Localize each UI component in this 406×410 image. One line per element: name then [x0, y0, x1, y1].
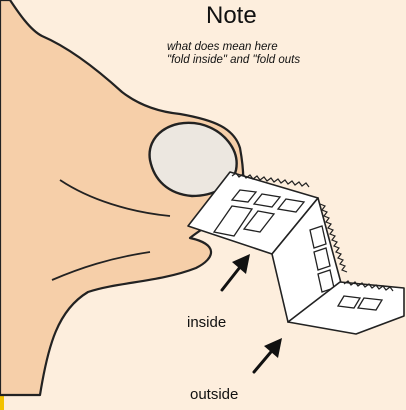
arrow-up-right-icon: [222, 254, 250, 290]
inside-label: inside: [187, 314, 226, 332]
note-caption-line: "fold inside" and "fold outs: [167, 54, 300, 67]
note-caption: what does mean here "fold inside" and "f…: [167, 41, 300, 67]
outside-label: outside: [190, 386, 238, 404]
note-title: Note: [206, 2, 257, 30]
note-caption-line: what does mean here: [167, 41, 300, 54]
arrow-up-right-icon: [254, 338, 282, 372]
